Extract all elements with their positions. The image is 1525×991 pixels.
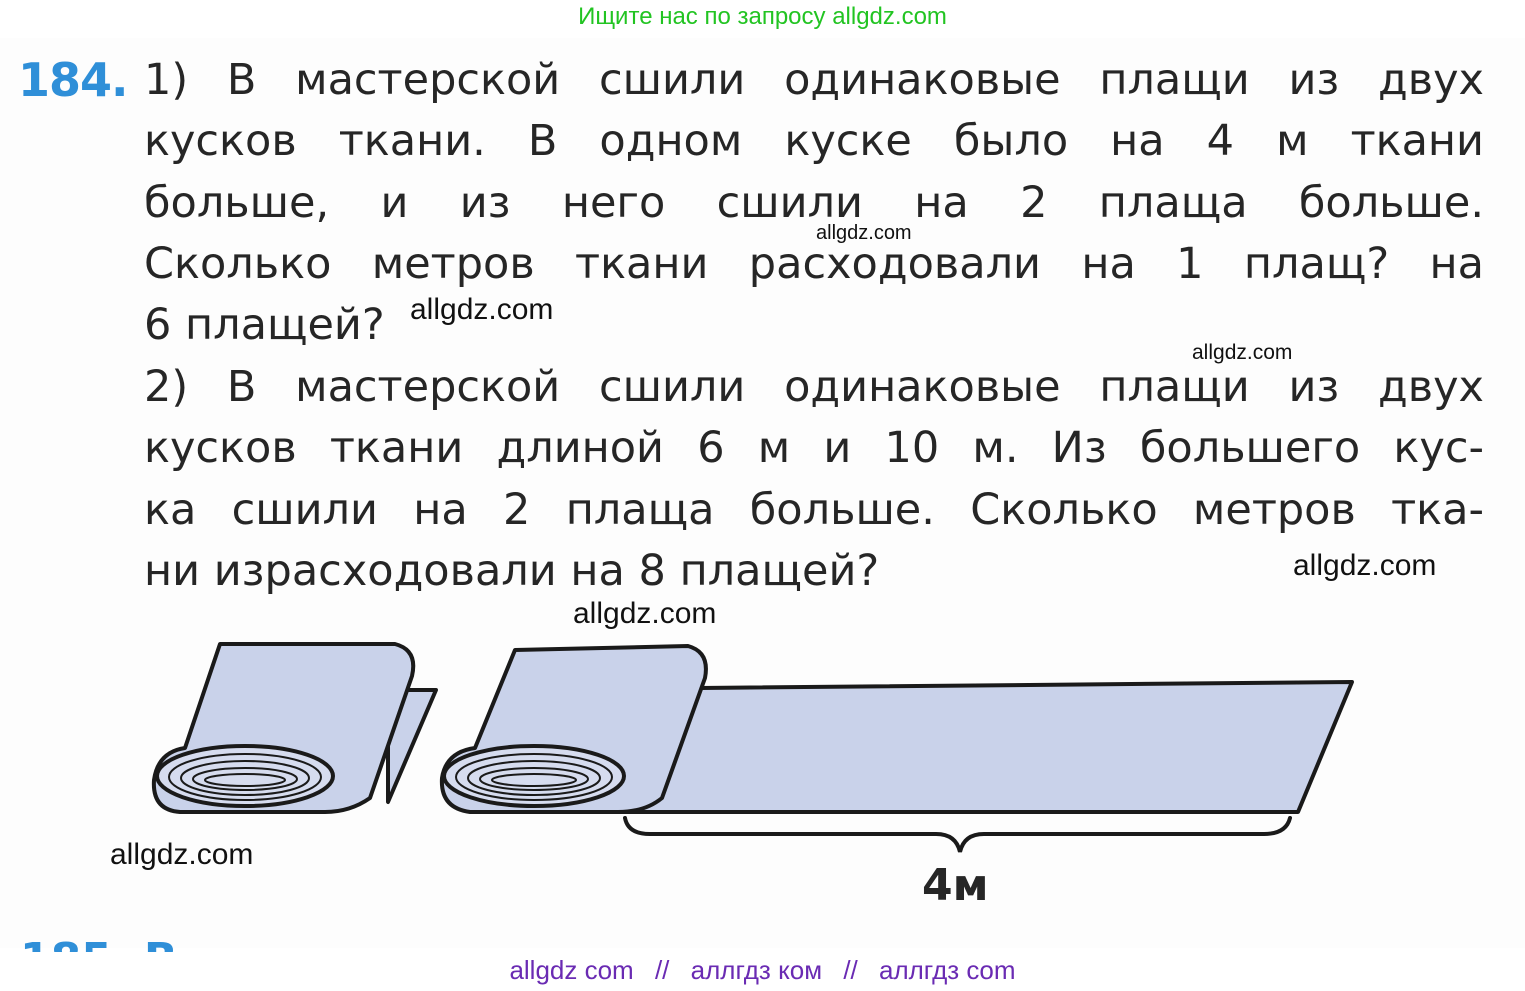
task-line-6: 2) В мастерской сшили одинаковые плащи и… — [144, 362, 1484, 412]
footer-link[interactable]: аллгдз com — [879, 955, 1016, 985]
watermark: allgdz.com — [1192, 341, 1293, 364]
measurement-brace — [623, 816, 1292, 853]
watermark: allgdz.com — [573, 597, 717, 630]
footer-link[interactable]: аллгдз ком — [690, 955, 823, 985]
footer: allgdz com // аллгдз ком // аллгдз com — [0, 952, 1525, 988]
watermark: allgdz.com — [410, 293, 554, 326]
task-number: 184. — [18, 53, 128, 107]
next-task-partial: 185. В — [20, 940, 1500, 952]
watermark: allgdz.com — [1293, 549, 1437, 582]
task-line-8: ка сшили на 2 плаща больше. Сколько метр… — [144, 485, 1484, 535]
footer-link[interactable]: allgdz com — [509, 955, 634, 985]
task-line-3: больше, и из него сшили на 2 плаща больш… — [144, 178, 1484, 228]
fabric-rolls-illustration — [151, 642, 1354, 853]
task-line-9: ни израсходовали на 8 плащей? — [144, 546, 880, 596]
next-task-edge: 185. В — [20, 940, 1500, 952]
small-fabric-roll — [151, 642, 438, 814]
top-banner: Ищите нас по запросу allgdz.com — [578, 3, 947, 30]
task-line-5: 6 плащей? — [144, 300, 385, 350]
footer-separator: // — [654, 955, 670, 985]
task-line-1: 1) В мастерской сшили одинаковые плащи и… — [144, 55, 1484, 105]
measure-label: 4м — [922, 860, 989, 911]
large-fabric-roll — [439, 644, 1354, 814]
task-line-7: кусков ткани длиной 6 м и 10 м. Из больш… — [144, 423, 1484, 473]
watermark: allgdz.com — [110, 838, 254, 871]
task-line-2: кусков ткани. В одном куске было на 4 м … — [144, 116, 1484, 166]
task-line-4: Сколько метров ткани расходовали на 1 пл… — [144, 239, 1484, 289]
watermark: allgdz.com — [816, 222, 912, 244]
footer-separator: // — [843, 955, 858, 985]
